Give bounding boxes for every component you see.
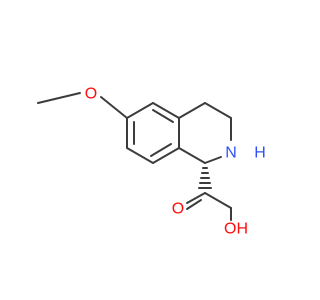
nitrogen-label: N xyxy=(225,145,237,162)
molecule-canvas: O N H O OH xyxy=(37,85,266,238)
ring-bond-5 xyxy=(178,147,206,164)
carbonyl-double-bond-1 xyxy=(186,192,206,204)
carboxyl-carbon-bond xyxy=(204,192,232,209)
carbonyl-oxygen-label: O xyxy=(172,201,184,218)
ring-bond-2 xyxy=(204,102,232,119)
methyl-bond xyxy=(37,92,81,104)
stereo-hash-bond xyxy=(198,167,212,189)
methoxy-oxygen-label: O xyxy=(85,86,97,103)
aromatic-bond-1 xyxy=(126,102,154,119)
aromatic-bond-2 xyxy=(152,102,180,119)
ring-bond-4 xyxy=(204,156,222,164)
aromatic-double-bond-2 xyxy=(150,143,172,157)
hydroxyl-label: OH xyxy=(224,221,248,238)
aromatic-double-bond-1 xyxy=(152,109,174,123)
nitrogen-hydrogen-label: H xyxy=(254,145,266,162)
molecule-structure: O N H O OH xyxy=(37,86,266,238)
carbonyl-double-bond-2 xyxy=(186,199,202,210)
aromatic-bond-4 xyxy=(152,147,180,164)
ring-bond-1 xyxy=(178,102,206,119)
methoxy-aromatic-bond xyxy=(100,96,128,119)
aromatic-bond-5 xyxy=(126,147,154,164)
